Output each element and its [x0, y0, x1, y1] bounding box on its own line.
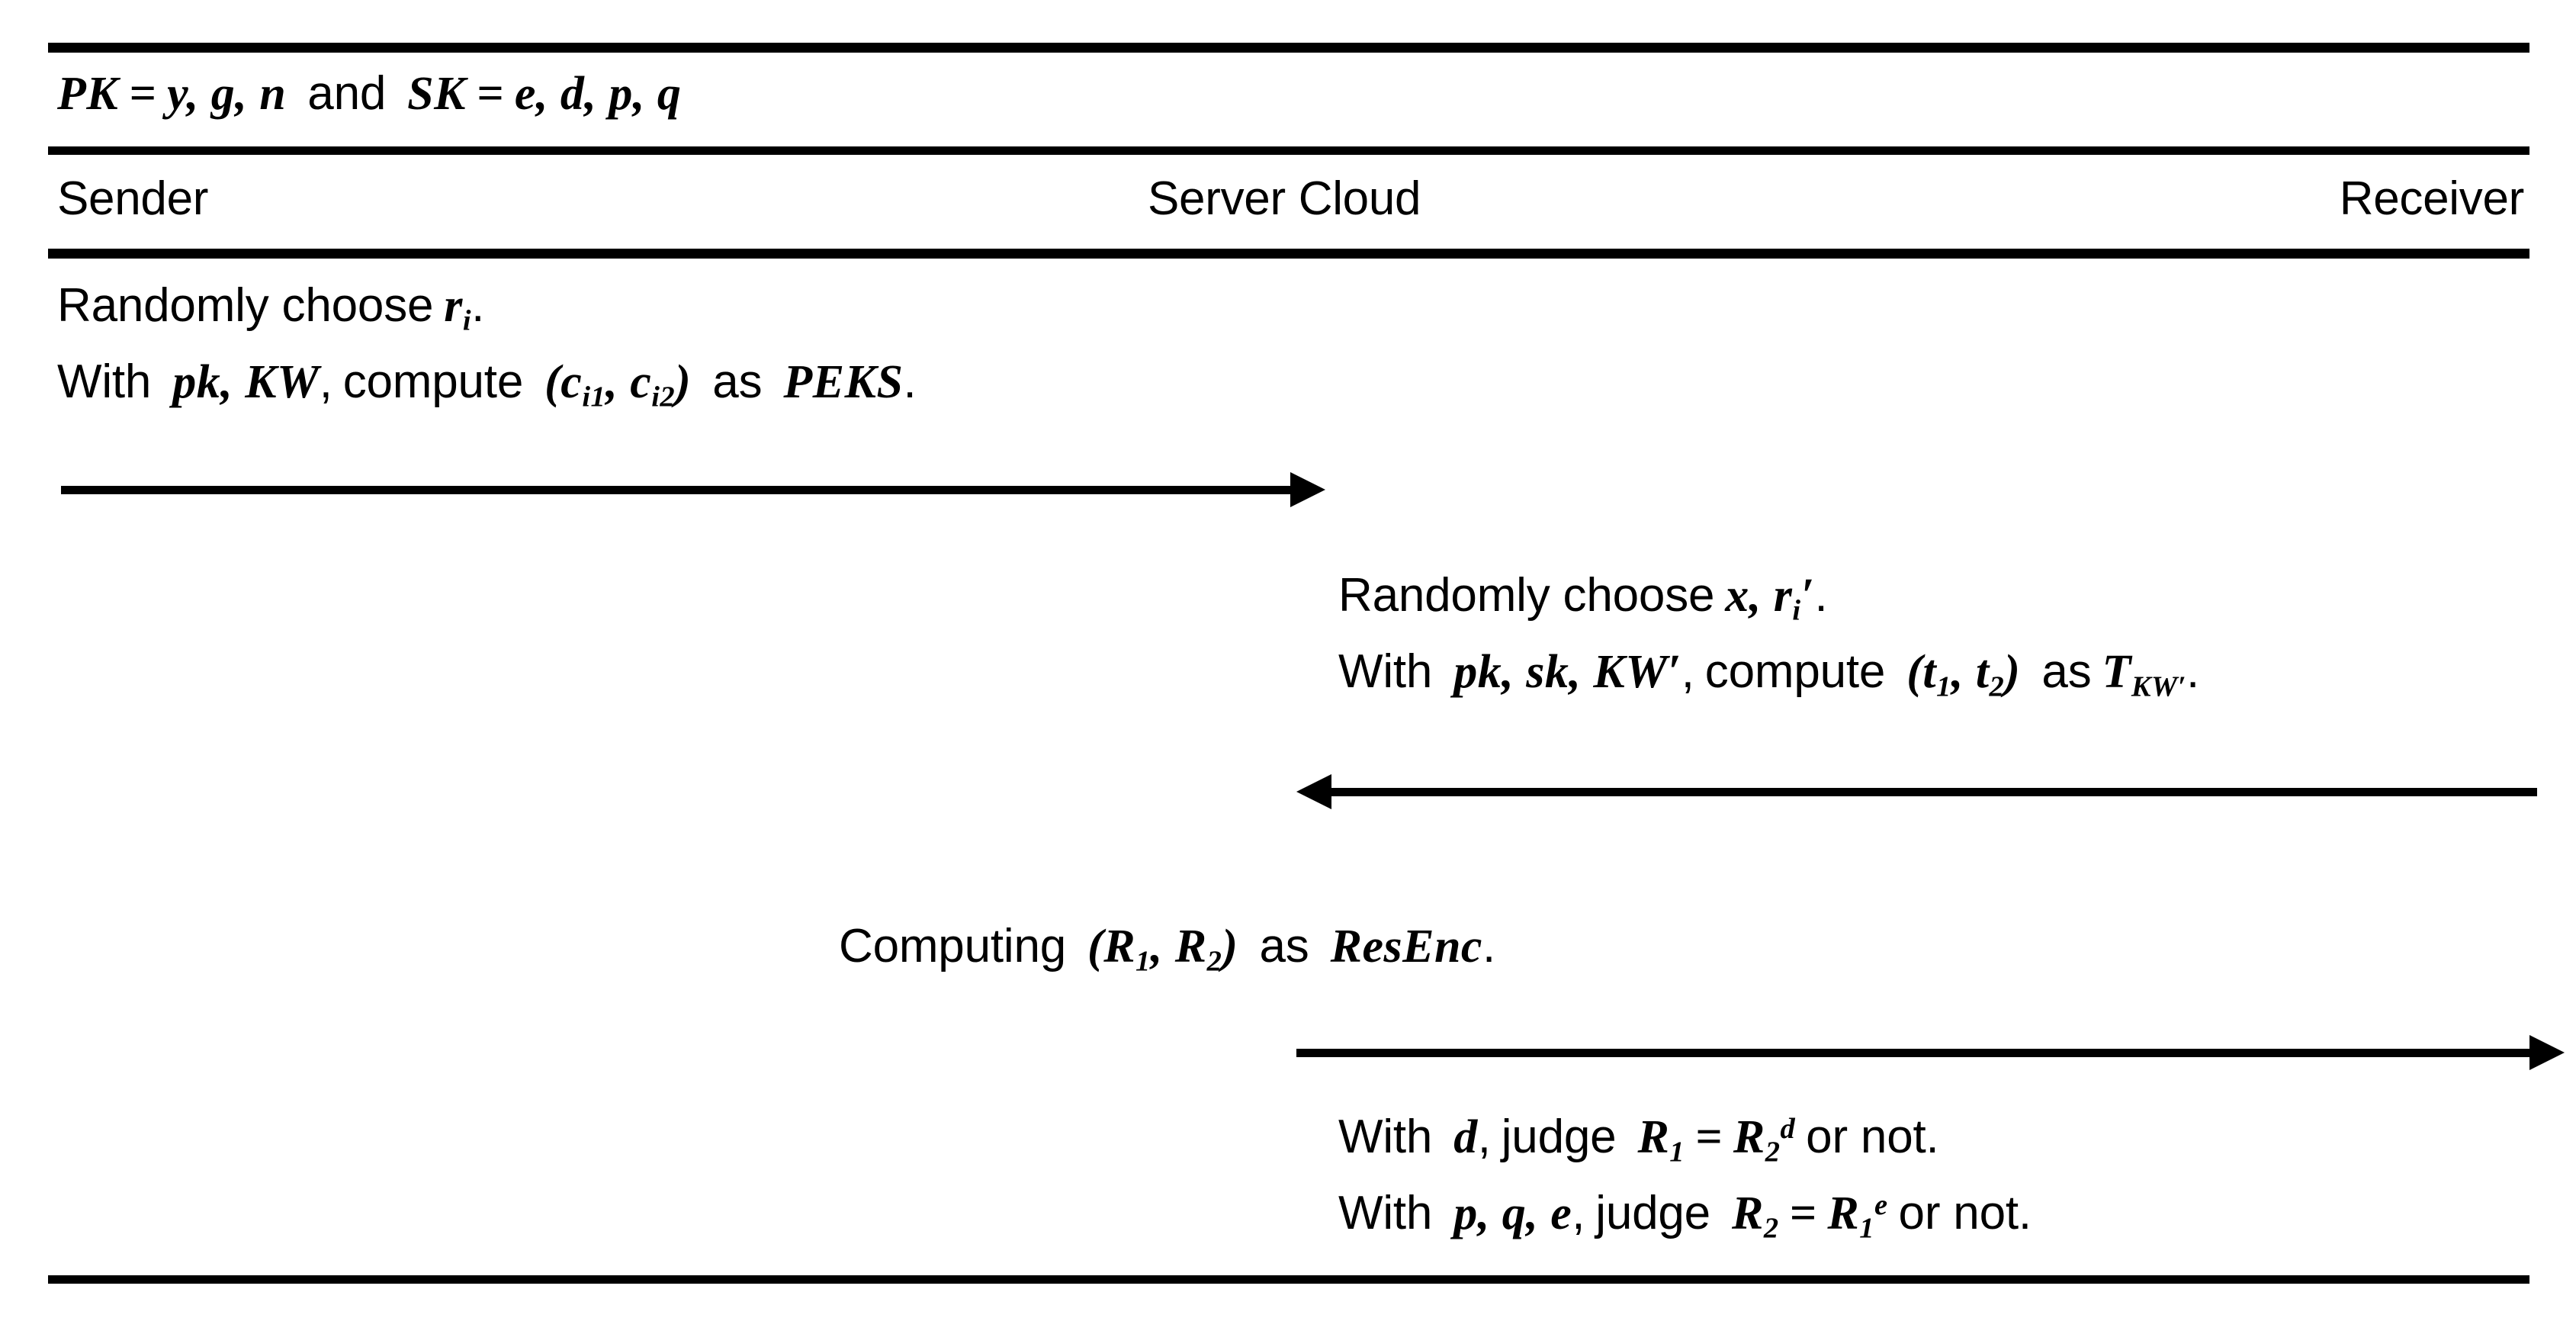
comma-4: ,: [1572, 1187, 1585, 1239]
as-label-3: as: [1259, 920, 1309, 972]
judge-label-2: judge: [1595, 1187, 1710, 1239]
or-not-label-2: or not: [1898, 1187, 2019, 1239]
public-key-symbol: PK: [57, 68, 119, 120]
period-6: .: [1926, 1111, 1939, 1163]
period-4: .: [2186, 645, 2200, 698]
comma-2: ,: [1681, 645, 1694, 698]
math-trapdoor-T: TKW′: [2102, 646, 2186, 703]
rule-under-header: [48, 249, 2529, 259]
conjunction-and: and: [307, 67, 387, 120]
math-ciphertext-pair: (ci1, ci2): [544, 356, 692, 413]
equals-sign-sk: =: [476, 68, 504, 120]
rule-bottom: [48, 1275, 2529, 1284]
math-r2-eq-r1-pow-e: R2=R1e: [1731, 1188, 1888, 1245]
column-header-sender: Sender: [57, 172, 209, 225]
arrow-head-right-1: [1290, 472, 1325, 507]
equals-sign-pk: =: [129, 68, 157, 120]
period-3: .: [1814, 569, 1828, 622]
arrow-head-left-1: [1296, 774, 1331, 809]
randomly-choose-label: Randomly choose: [57, 279, 434, 332]
period-1: .: [471, 279, 485, 332]
as-label-2: as: [2041, 645, 2092, 698]
sender-step-line-2: With pk, KW,compute (ci1, ci2) as PEKS.: [57, 349, 917, 415]
column-header-receiver: Receiver: [2339, 172, 2525, 225]
math-pk-kw: pk, KW: [172, 356, 320, 408]
math-trapdoor-pair: (t1, t2): [1906, 646, 2021, 703]
compute-label-1: compute: [342, 355, 524, 408]
with-label-4: With: [1338, 1187, 1433, 1239]
math-d: d: [1453, 1111, 1478, 1163]
rule-top: [48, 43, 2529, 53]
compute-label-2: compute: [1704, 645, 1886, 698]
judge-label-1: judge: [1501, 1111, 1617, 1163]
arrow-shaft-3: [1296, 1049, 2539, 1057]
as-label-1: as: [712, 355, 763, 408]
rule-under-keys: [48, 146, 2529, 155]
with-label-3: With: [1338, 1111, 1433, 1163]
secret-key-symbol: SK: [407, 68, 466, 120]
math-pk-sk-kw-prime: pk, sk, KW′: [1453, 646, 1681, 698]
computing-label: Computing: [839, 920, 1067, 972]
or-not-label-1: or not: [1806, 1111, 1926, 1163]
message-arrow-server-to-receiver: [1296, 1033, 2565, 1072]
math-r-i: ri: [444, 280, 472, 337]
comma-1: ,: [319, 355, 332, 408]
arrow-shaft-2: [1322, 788, 2537, 796]
period-7: .: [2018, 1187, 2032, 1239]
randomly-choose-label-2: Randomly choose: [1338, 569, 1715, 622]
secret-key-value: e, d, p, q: [514, 68, 682, 120]
arrow-shaft-1: [61, 486, 1299, 494]
period-2: .: [903, 355, 917, 408]
math-x-r-i-prime: x, ri′: [1725, 570, 1815, 627]
math-p-q-e: p, q, e: [1453, 1188, 1572, 1239]
message-arrow-sender-to-server: [61, 470, 1325, 510]
period-5: .: [1482, 920, 1495, 972]
arrow-head-right-2: [2529, 1035, 2565, 1070]
resenc-compute-line: Computing (R1, R2) as ResEnc.: [839, 914, 1495, 979]
math-peks: PEKS: [783, 356, 904, 408]
math-resenc: ResEnc: [1330, 921, 1482, 972]
column-header-server: Server Cloud: [1148, 172, 1421, 225]
comma-3: ,: [1477, 1111, 1491, 1163]
with-label-1: With: [57, 355, 152, 408]
with-label-2: With: [1338, 645, 1433, 698]
math-result-pair: (R1, R2): [1087, 921, 1238, 978]
math-r1-eq-r2-pow-d: R1=R2d: [1637, 1111, 1796, 1169]
message-arrow-receiver-to-server: [1296, 772, 2537, 812]
public-key-value: y, g, n: [167, 68, 287, 120]
